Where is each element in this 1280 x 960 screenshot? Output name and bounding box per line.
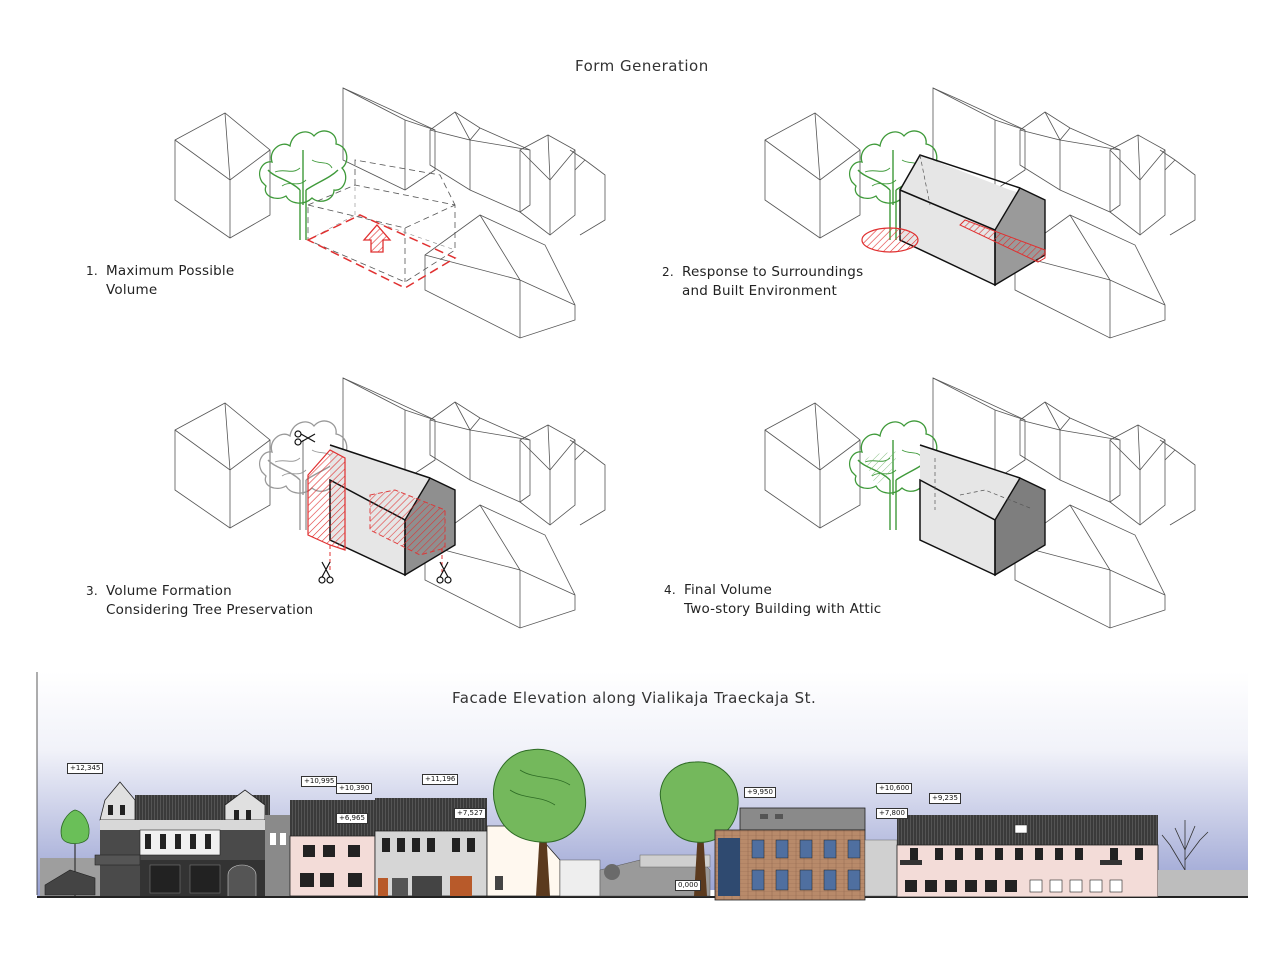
step1-diagram [174,87,606,339]
step-2-line1: Response to Surroundings [682,264,864,280]
building-f [896,815,1159,898]
tree-large-2 [659,761,739,896]
step-2-number: 2. [662,265,674,279]
step-3-line2: Considering Tree Preservation [106,602,314,618]
step-1-number: 1. [86,264,98,278]
level-marker: +7,527 [454,808,486,819]
right-bare-tree [1158,820,1248,896]
step-4-line1: Final Volume [684,582,773,598]
facade-title: Facade Elevation along Vialikaja Traecka… [452,689,817,707]
level-marker: +12,345 [67,763,104,774]
step-1-line2: Volume [106,282,158,298]
step4-diagram [764,377,1196,629]
level-marker: +7,800 [876,808,908,819]
tree-large-1 [493,748,587,896]
building-b [289,800,376,897]
step-2-line2: and Built Environment [682,283,837,299]
level-marker: +10,995 [301,776,338,787]
building-e [714,807,898,901]
level-marker: +10,600 [876,783,913,794]
step-3-number: 3. [86,584,98,598]
facade-elevation [36,672,1248,901]
level-marker: +11,196 [422,774,459,785]
level-marker: +9,950 [744,787,776,798]
step3-diagram [174,377,606,629]
step-3-line1: Volume Formation [106,583,232,599]
level-marker: +10,390 [336,783,373,794]
level-marker: +6,965 [336,813,368,824]
step-4-line2: Two-story Building with Attic [684,601,882,617]
step-4-label: 4. Final Volume Two-story Building with … [664,581,882,619]
step-3-label: 3. Volume Formation Considering Tree Pre… [86,582,314,620]
step-2-label: 2. Response to Surroundings and Built En… [662,263,864,301]
form-generation-title: Form Generation [575,57,709,75]
level-marker: +9,235 [929,793,961,804]
step-1-line1: Maximum Possible [106,263,235,279]
step2-diagram [764,87,1196,339]
level-marker: 0,000 [675,880,702,891]
step-1-label: 1. Maximum Possible Volume [86,262,235,300]
step-4-number: 4. [664,583,676,597]
building-a [44,781,293,896]
